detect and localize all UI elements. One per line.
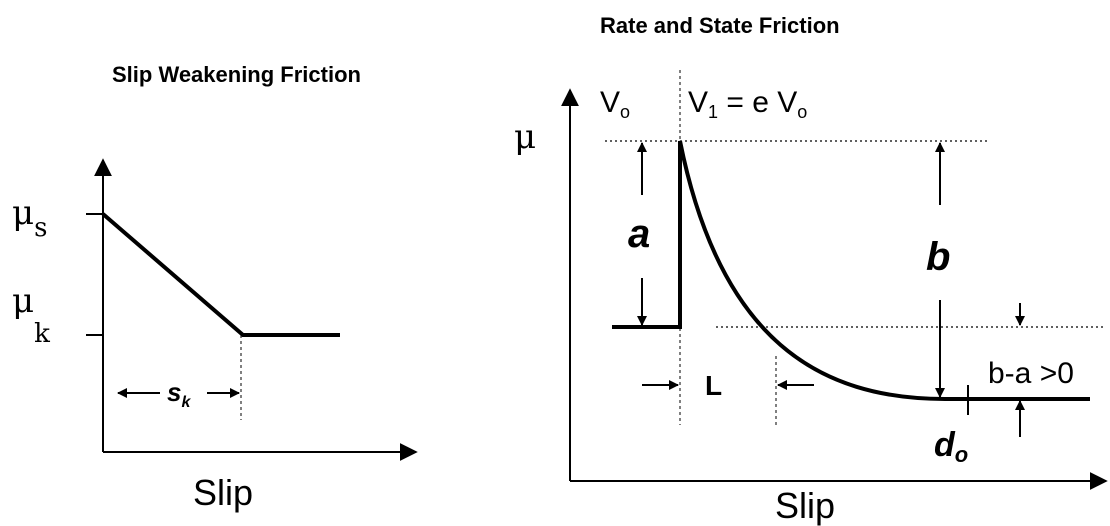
slip-weakening-title: Slip Weakening Friction xyxy=(112,62,361,87)
a-label: a xyxy=(628,212,650,256)
d0-label: do xyxy=(934,426,968,467)
mu-s-label: μs xyxy=(12,193,47,243)
slip-weakening-curve xyxy=(101,212,340,337)
sk-label: sk xyxy=(167,377,191,411)
ba-label: b-a >0 xyxy=(988,357,1074,390)
mu-axis-label: μ xyxy=(514,117,536,157)
rate-state-curve xyxy=(612,140,1090,401)
v1-label: V1 = e Vo xyxy=(688,86,807,122)
rate-state-panel: Rate and State Friction μ Vo V1 = e Vo a… xyxy=(514,13,1108,526)
rate-state-title: Rate and State Friction xyxy=(600,13,840,38)
v0-label: Vo xyxy=(600,86,630,122)
L-label: L xyxy=(705,370,722,401)
b-label: b xyxy=(926,235,950,279)
mu-k-label: μk xyxy=(12,281,50,349)
slip-weakening-panel: Slip Weakening Friction μs μk sk Slip xyxy=(12,62,418,513)
left-x-label: Slip xyxy=(193,472,253,513)
right-x-label: Slip xyxy=(775,485,835,526)
